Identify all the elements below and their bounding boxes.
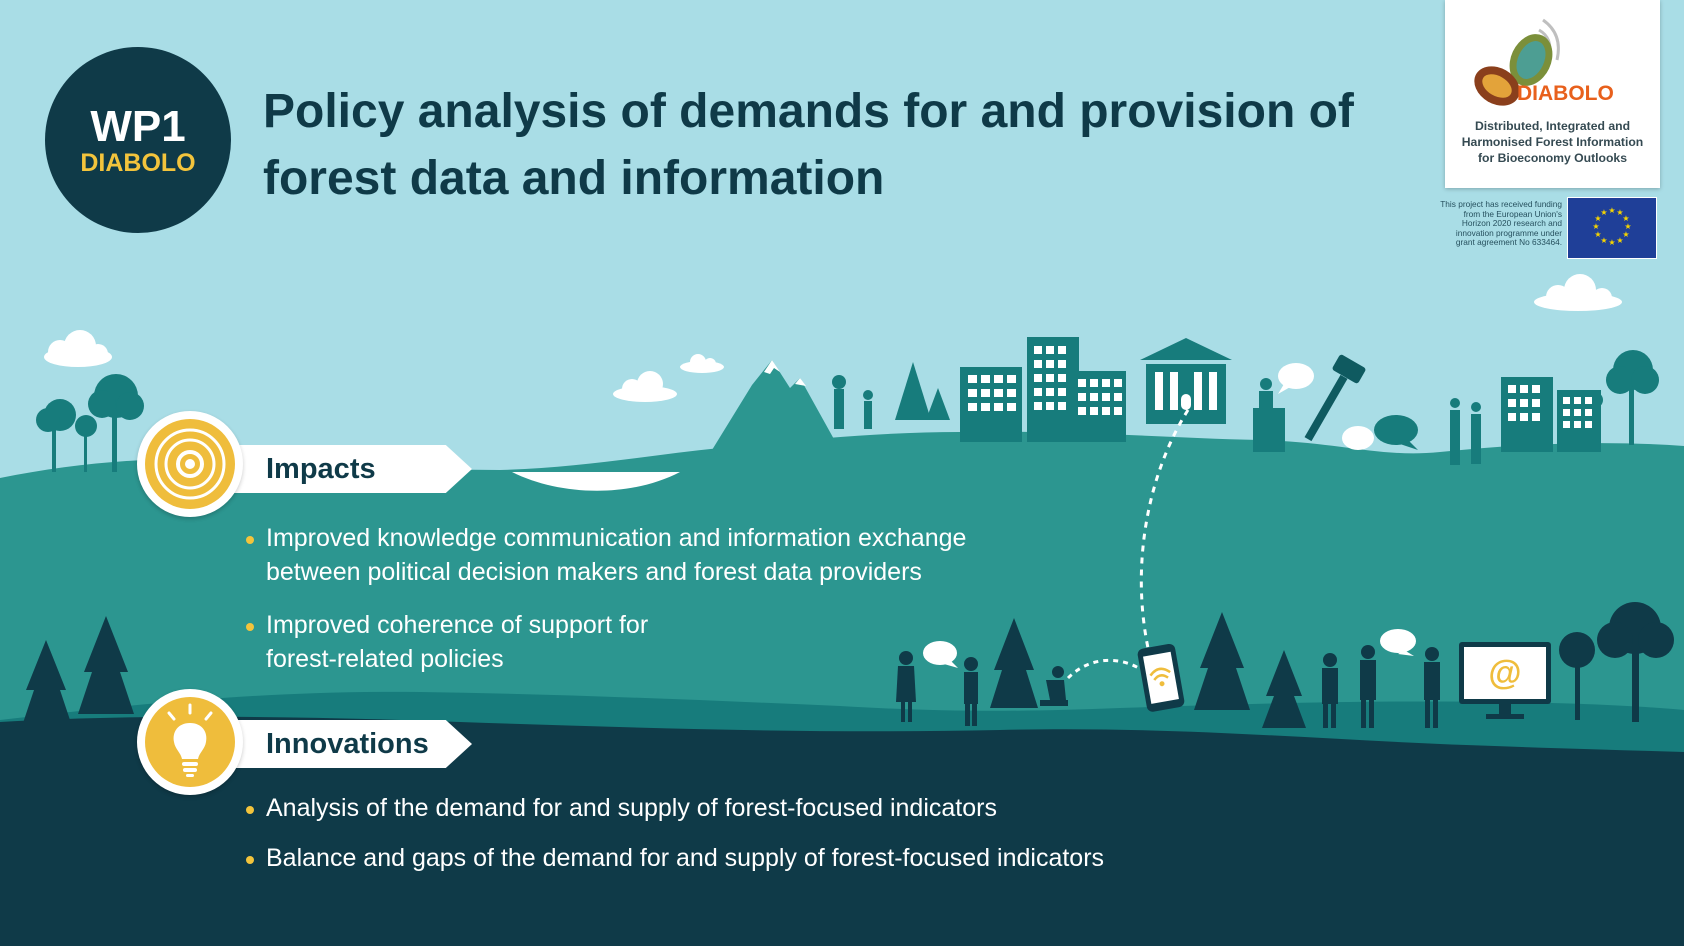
svg-text:★: ★ bbox=[1622, 230, 1629, 239]
innovations-heading: Innovations bbox=[266, 728, 429, 760]
innovations-list: Analysis of the demand for and supply of… bbox=[246, 791, 1246, 891]
svg-text:★: ★ bbox=[1616, 208, 1623, 217]
logo-name: DIABOLO bbox=[1517, 82, 1614, 105]
svg-text:★: ★ bbox=[1600, 208, 1607, 217]
logo-tagline: Distributed, Integrated and Harmonised F… bbox=[1461, 119, 1644, 165]
impacts-ribbon bbox=[210, 445, 472, 493]
list-item: Improved coherence of support for forest… bbox=[246, 608, 706, 676]
computer-screen-icon: @ bbox=[1459, 642, 1551, 719]
svg-text:★: ★ bbox=[1594, 214, 1601, 223]
svg-text:★: ★ bbox=[1624, 222, 1631, 231]
badge-code: WP1 bbox=[90, 102, 186, 151]
target-icon bbox=[154, 428, 226, 500]
lightbulb-icon bbox=[167, 703, 213, 777]
svg-text:★: ★ bbox=[1592, 222, 1599, 231]
list-item: Analysis of the demand for and supply of… bbox=[246, 791, 1246, 825]
list-item: Balance and gaps of the demand for and s… bbox=[246, 841, 1246, 875]
eu-flag-icon: ★★★★ ★★★★ ★★★★ bbox=[1568, 198, 1656, 258]
impacts-list: Improved knowledge communication and inf… bbox=[246, 521, 1046, 695]
svg-text:★: ★ bbox=[1616, 236, 1623, 245]
svg-text:★: ★ bbox=[1622, 214, 1629, 223]
impacts-heading: Impacts bbox=[266, 453, 376, 485]
page-title: Policy analysis of demands for and provi… bbox=[263, 85, 1354, 205]
innovations-icon-badge bbox=[137, 689, 243, 795]
badge-project: DIABOLO bbox=[80, 149, 196, 177]
innovations-ribbon bbox=[210, 720, 472, 768]
project-logo-card: DIABOLO Distributed, Integrated and Harm… bbox=[1445, 0, 1660, 188]
funding-statement: This project has received funding from t… bbox=[1440, 199, 1562, 247]
svg-text:★: ★ bbox=[1608, 206, 1615, 215]
list-item: Improved knowledge communication and inf… bbox=[246, 521, 1046, 589]
wp-badge: WP1 DIABOLO bbox=[45, 47, 231, 233]
svg-text:★: ★ bbox=[1594, 230, 1601, 239]
svg-text:★: ★ bbox=[1608, 238, 1615, 247]
smartphone-icon bbox=[1137, 643, 1185, 712]
screen-symbol: @ bbox=[1488, 654, 1521, 692]
diabolo-logo-icon bbox=[1474, 18, 1560, 106]
svg-text:★: ★ bbox=[1600, 236, 1607, 245]
cloud-icon bbox=[44, 274, 1622, 402]
impacts-icon-badge bbox=[137, 411, 243, 517]
wifi-icon bbox=[1149, 667, 1171, 681]
gavel-icon bbox=[1304, 354, 1366, 442]
